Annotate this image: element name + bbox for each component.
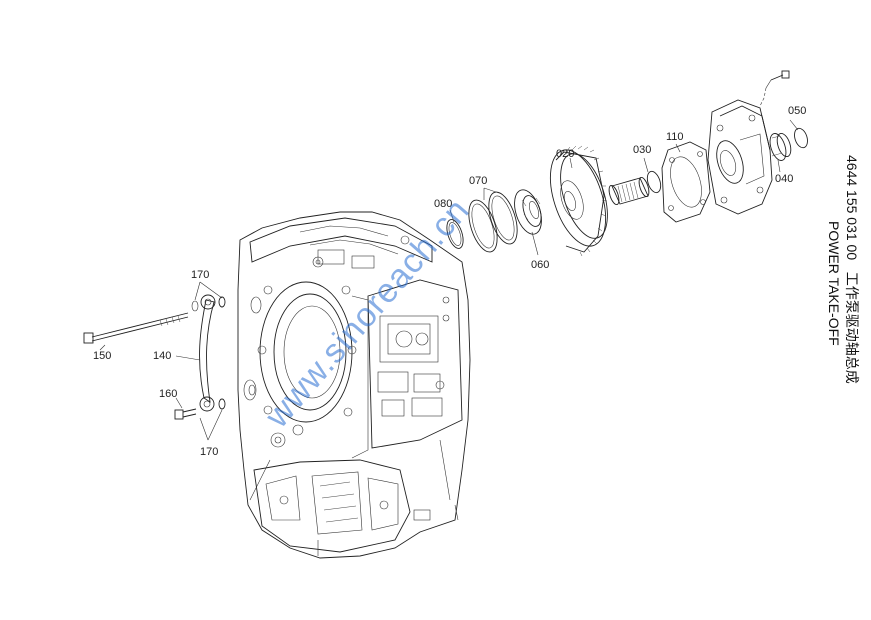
callout-160: 160 xyxy=(159,388,177,400)
callout-150: 150 xyxy=(93,350,111,362)
title-line-1: 4644 155 031 00 工作泵驱动轴总成 xyxy=(842,155,862,384)
callout-050: 050 xyxy=(788,105,806,117)
snap-ring-080 xyxy=(446,219,464,249)
gasket-110 xyxy=(661,141,711,223)
title-block: 4644 155 031 00 工作泵驱动轴总成 POWER TAKE-OFF xyxy=(812,155,871,455)
callout-labels: 020 030 040 050 060 070 080 110 140 150 … xyxy=(93,105,806,458)
callout-030: 030 xyxy=(633,144,651,156)
callout-170-bottom: 170 xyxy=(200,446,218,458)
callout-070: 070 xyxy=(469,175,487,187)
screw-160 xyxy=(174,408,197,420)
pto-cover xyxy=(707,99,773,215)
shaft-with-spline xyxy=(608,176,650,206)
callout-020: 020 xyxy=(556,148,574,160)
leaders-right xyxy=(449,119,799,256)
part-name-en: POWER TAKE-OFF xyxy=(826,221,842,346)
gear-020 xyxy=(549,145,608,257)
transmission-housing xyxy=(237,211,471,559)
long-bolt-150 xyxy=(83,312,189,344)
shims-070 xyxy=(468,191,518,253)
cover-bolt xyxy=(759,70,790,107)
callout-080: 080 xyxy=(434,198,452,210)
bearing-060 xyxy=(514,189,542,235)
washers-170 xyxy=(191,296,226,410)
o-ring-030 xyxy=(646,170,662,194)
o-ring-050 xyxy=(794,127,808,149)
link-140 xyxy=(199,294,216,412)
part-number: 4644 155 031 00 xyxy=(844,155,860,261)
callout-140: 140 xyxy=(153,350,171,362)
callout-060: 060 xyxy=(531,259,549,271)
callout-040: 040 xyxy=(775,173,793,185)
leaders-left xyxy=(99,281,223,441)
callout-110: 110 xyxy=(666,131,684,143)
callout-170-top: 170 xyxy=(191,269,209,281)
part-name-cn: 工作泵驱动轴总成 xyxy=(844,271,860,384)
seal-040 xyxy=(769,132,792,161)
